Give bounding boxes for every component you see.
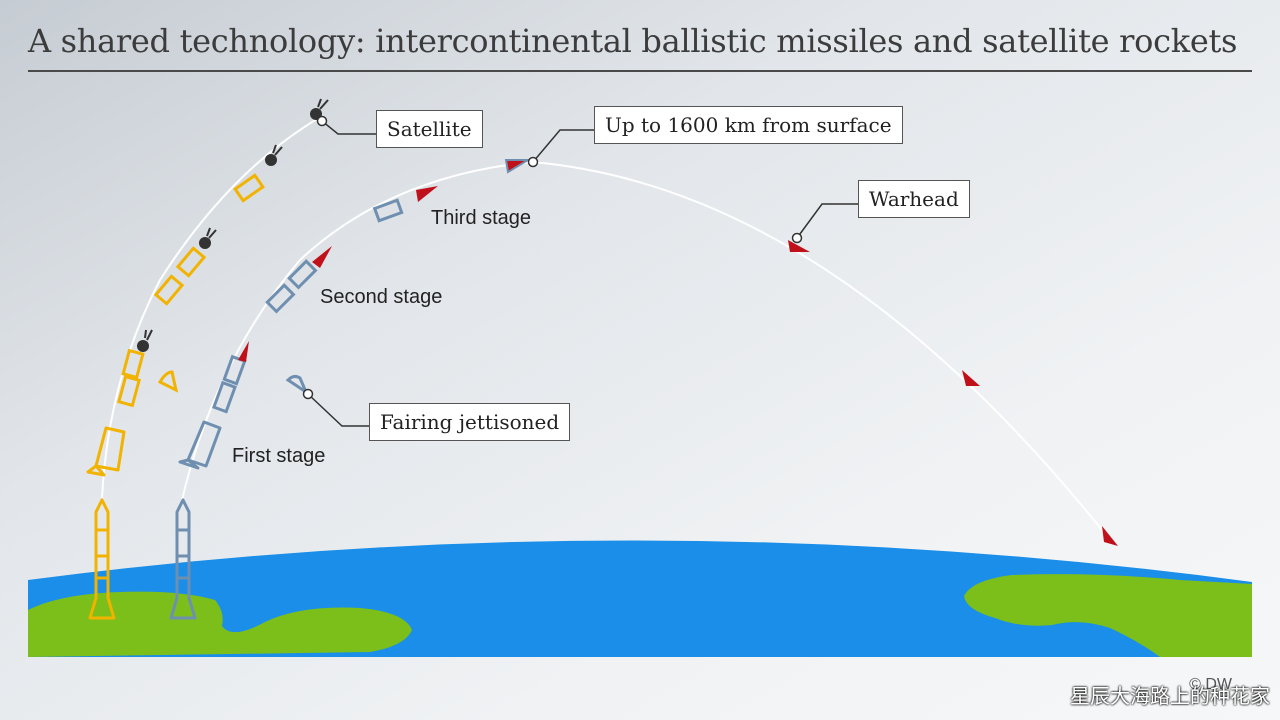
credit: © DW xyxy=(1189,676,1232,693)
missile-upper-stage xyxy=(372,198,404,223)
pointer-apogee xyxy=(527,156,539,168)
satellite-trajectory xyxy=(101,115,323,499)
label-third-stage: Third stage xyxy=(431,207,532,229)
missile-bus xyxy=(504,159,532,174)
watermark: 星辰大海路上的种花家 xyxy=(1070,684,1270,708)
label-first-stage: First stage xyxy=(232,445,326,467)
missile-first-stage xyxy=(178,420,222,470)
satellite-second-stage-a xyxy=(117,374,141,408)
satellite-third-stage-a xyxy=(153,274,185,306)
satellite-first-stage xyxy=(86,426,126,477)
missile-nose-2 xyxy=(312,246,332,268)
satellite-rocket-launch xyxy=(88,498,116,620)
label-second-stage: Second stage xyxy=(320,286,443,308)
leader-satellite xyxy=(321,120,378,135)
land-left xyxy=(28,591,412,657)
satellite-second-stage-b xyxy=(121,348,145,380)
warhead-trajectory xyxy=(531,161,1111,541)
missile-fairing xyxy=(285,374,310,397)
land-right xyxy=(964,574,1252,657)
satellite-upper-stage xyxy=(233,173,265,203)
title-rule xyxy=(28,70,1252,72)
satellite-icon-3 xyxy=(265,144,283,166)
missile-third-stage-b xyxy=(287,259,318,290)
leader-apogee xyxy=(532,129,596,163)
diagram-title: A shared technology: intercontinental ba… xyxy=(28,22,1238,60)
missile-third-stage-a xyxy=(265,283,296,314)
pointer-satellite xyxy=(316,115,328,127)
label-fairing: Fairing jettisoned xyxy=(369,403,571,441)
warhead-2 xyxy=(962,370,980,386)
missile-second-stage-a xyxy=(211,380,237,414)
label-warhead: Warhead xyxy=(858,180,970,218)
satellite-fairing xyxy=(157,370,179,393)
missile-nose-1 xyxy=(238,341,249,362)
missile-launch xyxy=(169,498,197,620)
satellite-icon-1 xyxy=(137,329,153,352)
label-apogee: Up to 1600 km from surface xyxy=(594,106,903,144)
label-satellite: Satellite xyxy=(376,110,483,148)
missile-second-stage-b xyxy=(222,354,247,386)
warhead-3 xyxy=(1102,526,1118,546)
leader-fairing xyxy=(307,393,370,427)
satellite-icon-2 xyxy=(199,227,217,249)
pointer-fairing xyxy=(302,388,314,400)
satellite-third-stage-b xyxy=(175,246,207,278)
warhead-1 xyxy=(788,240,810,252)
missile-nose-3 xyxy=(416,186,438,202)
missile-trajectory xyxy=(181,161,533,501)
pointer-warhead xyxy=(791,232,803,244)
leader-warhead xyxy=(796,203,858,239)
